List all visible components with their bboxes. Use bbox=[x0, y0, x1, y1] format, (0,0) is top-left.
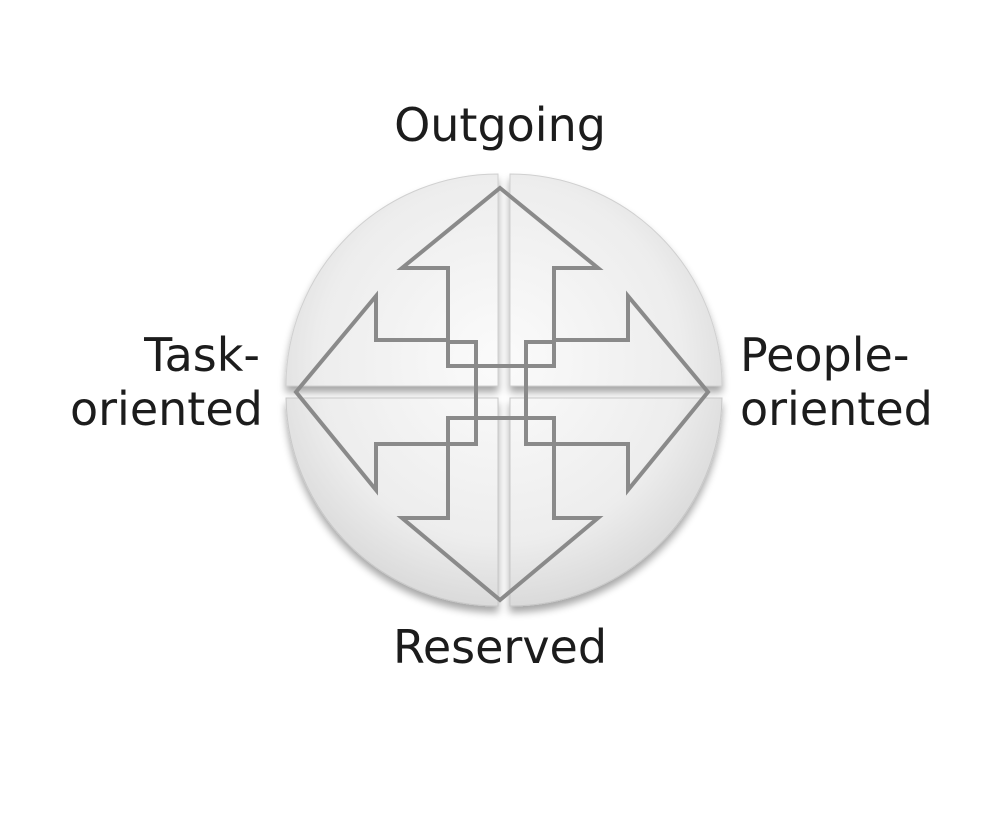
label-outgoing-text: Outgoing bbox=[394, 98, 606, 152]
label-task-oriented: Task- oriented bbox=[70, 328, 263, 436]
quadrant-bottom-left bbox=[285, 397, 499, 607]
label-reserved-text: Reserved bbox=[392, 620, 608, 674]
label-people-line1: People- bbox=[740, 328, 910, 382]
label-task-line2: oriented bbox=[70, 382, 263, 436]
label-outgoing: Outgoing bbox=[390, 98, 610, 152]
label-task-line1: Task- bbox=[144, 328, 260, 382]
quadrant-bottom-right bbox=[509, 397, 723, 607]
center-cross-lines bbox=[474, 364, 528, 420]
quadrant-top-left bbox=[285, 173, 499, 387]
label-reserved: Reserved bbox=[380, 620, 620, 674]
label-people-oriented: People- oriented bbox=[740, 328, 970, 436]
quadrant-top-right bbox=[509, 173, 723, 387]
label-people-line2: oriented bbox=[740, 382, 933, 436]
